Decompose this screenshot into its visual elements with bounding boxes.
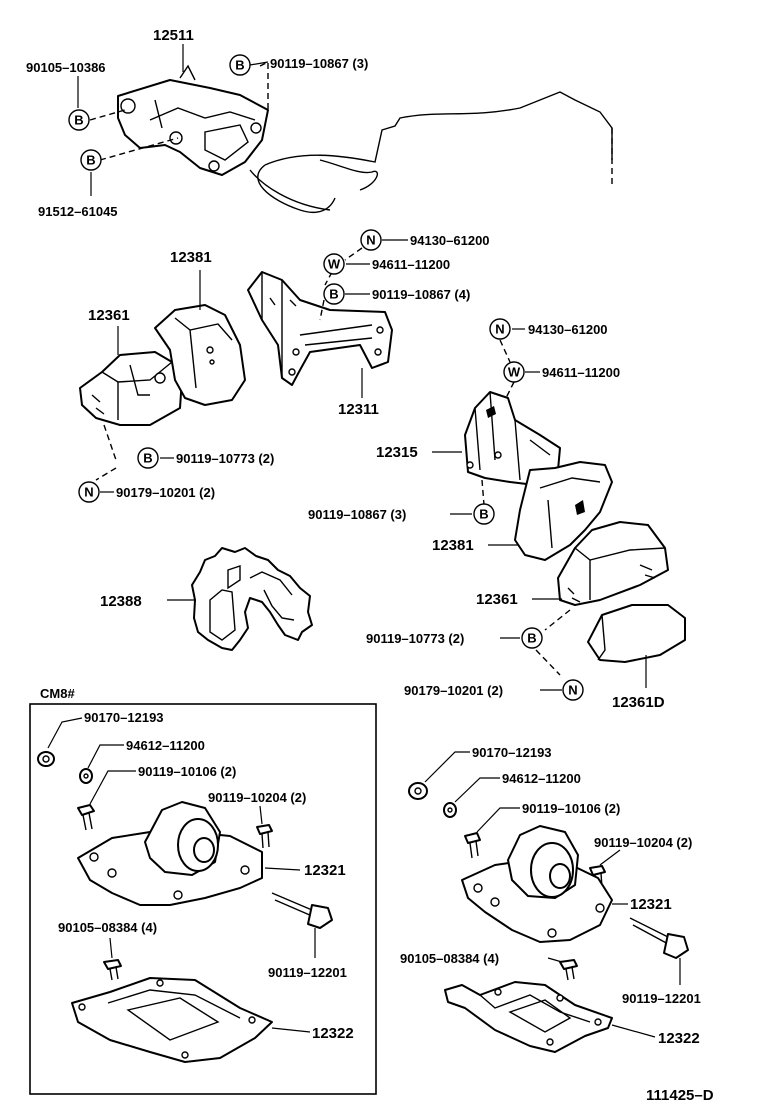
label-box-12321: 12321	[304, 862, 346, 879]
svg-text:N: N	[495, 322, 504, 337]
leader-lines	[47, 44, 681, 1038]
label-90179-10201-a: 90179–10201 (2)	[116, 485, 215, 500]
label-r-90119-10106: 90119–10106 (2)	[522, 801, 620, 816]
label-90119-10867-3-top: 90119–10867 (3)	[270, 56, 368, 71]
bolt-90119-10106-right	[464, 832, 481, 859]
bracket-12311	[247, 271, 393, 386]
label-91512-61045: 91512–61045	[38, 204, 118, 219]
symbol-nut-12361-left: N	[78, 481, 100, 503]
bolt-90119-12201-box	[271, 892, 333, 929]
label-box-90119-12201: 90119–12201	[268, 965, 347, 980]
engine-outline	[249, 91, 613, 214]
label-r-12321: 12321	[630, 896, 672, 913]
label-box-90119-10204: 90119–10204 (2)	[208, 790, 306, 805]
svg-text:B: B	[479, 507, 488, 522]
label-12315: 12315	[376, 444, 418, 461]
label-box-90105-08384: 90105–08384 (4)	[58, 920, 157, 935]
bolt-90119-10106-box	[77, 804, 95, 831]
label-r-90105-08384: 90105–08384 (4)	[400, 951, 499, 966]
label-12381-b: 12381	[432, 537, 474, 554]
label-r-94612-11200: 94612–11200	[502, 771, 581, 786]
label-r-12322: 12322	[658, 1030, 700, 1047]
cm8-box	[29, 703, 377, 1095]
symbol-bolt-top-right: B	[229, 54, 251, 76]
label-r-90119-10204: 90119–10204 (2)	[594, 835, 692, 850]
svg-text:B: B	[527, 631, 536, 646]
plate-12322-right	[444, 981, 613, 1053]
svg-text:W: W	[508, 365, 521, 380]
label-90119-10867-3-b: 90119–10867 (3)	[308, 507, 406, 522]
symbol-bolt-91512: B	[80, 149, 102, 171]
label-12361-a: 12361	[88, 307, 130, 324]
symbol-bolt-top-left: B	[68, 109, 90, 131]
bolt-90119-12201-right	[629, 917, 689, 959]
label-94611-11200-b: 94611–11200	[542, 365, 620, 380]
symbol-bolt-12361-left: B	[137, 447, 159, 469]
symbol-bolt-12361-right: B	[521, 627, 543, 649]
symbol-nut-b: N	[489, 318, 511, 340]
svg-text:B: B	[86, 153, 95, 168]
insulator-12381-left	[154, 304, 246, 406]
label-94611-11200-a: 94611–11200	[372, 257, 450, 272]
svg-text:B: B	[143, 451, 152, 466]
label-box-12322: 12322	[312, 1025, 354, 1042]
label-90119-10773-b: 90119–10773 (2)	[366, 631, 464, 646]
bolt-90105-08384-right	[559, 959, 578, 981]
label-94130-61200-b: 94130–61200	[528, 322, 608, 337]
label-box-90119-10106: 90119–10106 (2)	[138, 764, 236, 779]
label-12361-b: 12361	[476, 591, 518, 608]
label-90179-10201-b: 90179–10201 (2)	[404, 683, 503, 698]
svg-text:N: N	[568, 683, 577, 698]
svg-text:N: N	[84, 485, 93, 500]
symbol-washer-b: W	[503, 361, 525, 383]
label-94130-61200-a: 94130–61200	[410, 233, 490, 248]
symbol-nut-a: N	[360, 229, 382, 251]
figure-id: 111425–D	[646, 1087, 714, 1104]
symbol-bolt-12311: B	[323, 283, 345, 305]
label-12311: 12311	[338, 401, 379, 418]
heat-shield-12388	[191, 547, 313, 651]
label-90119-10773-a: 90119–10773 (2)	[176, 451, 274, 466]
label-90119-10867-4: 90119–10867 (4)	[372, 287, 470, 302]
bracket-12511	[117, 64, 269, 176]
label-12511: 12511	[153, 27, 194, 44]
label-12361D: 12361D	[612, 694, 665, 711]
svg-text:B: B	[74, 113, 83, 128]
mount-12321-right	[461, 825, 613, 943]
label-90105-10386: 90105–10386	[26, 60, 106, 75]
mount-12321-box	[77, 801, 263, 906]
cover-12361D	[587, 604, 686, 663]
label-box-94612-11200: 94612–11200	[126, 738, 205, 753]
svg-text:N: N	[366, 233, 375, 248]
symbol-washer-a: W	[323, 253, 345, 275]
washer-94612-11200-right	[443, 802, 457, 818]
label-12381-a: 12381	[170, 249, 212, 266]
symbol-nut-12361-right: N	[562, 679, 584, 701]
svg-text:W: W	[328, 257, 341, 272]
nut-90170-12193-right	[408, 782, 428, 800]
mount-12361-left	[79, 351, 183, 426]
nut-90170-12193-box	[37, 751, 55, 767]
mount-12361-right	[557, 521, 669, 606]
insulator-12381-right	[514, 461, 613, 561]
svg-text:B: B	[329, 287, 338, 302]
bolt-90119-10204-box	[256, 824, 273, 849]
symbol-bolt-12315: B	[473, 503, 495, 525]
bolt-90105-08384-box	[103, 959, 122, 981]
label-cm8: CM8#	[40, 686, 75, 701]
bracket-12315	[464, 391, 561, 486]
label-12388: 12388	[100, 593, 142, 610]
washer-94612-11200-box	[79, 768, 93, 784]
label-box-90170-12193: 90170–12193	[84, 710, 164, 725]
plate-12322-box	[71, 977, 273, 1063]
svg-text:B: B	[235, 58, 244, 73]
label-r-90170-12193: 90170–12193	[472, 745, 552, 760]
label-r-90119-12201: 90119–12201	[622, 991, 701, 1006]
